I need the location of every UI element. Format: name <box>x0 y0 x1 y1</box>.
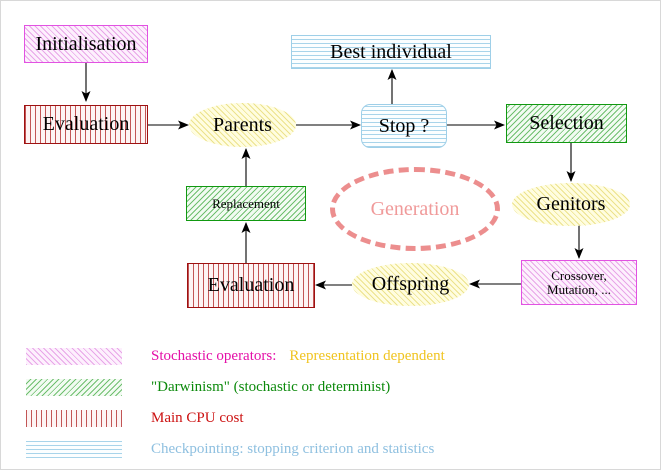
node-evaluation-bottom-label: Evaluation <box>207 274 295 296</box>
legend-label-cpu: Main CPU cost <box>151 409 244 426</box>
legend-swatch-diagonal-green <box>26 378 122 396</box>
node-selection[interactable]: Selection <box>506 104 627 143</box>
node-evaluation-top[interactable]: Evaluation <box>24 105 148 144</box>
node-stop-label: Stop ? <box>378 114 430 137</box>
legend-row-stochastic: Stochastic operators: Representation depe… <box>26 345 445 367</box>
node-evaluation-bottom[interactable]: Evaluation <box>187 263 315 308</box>
node-parents[interactable]: Parents <box>189 103 296 147</box>
node-initialisation-label: Initialisation <box>35 32 137 55</box>
legend-label-darwinism: "Darwinism" (stochastic or determinist) <box>151 378 391 395</box>
node-crossover-mutation-label-line1: Crossover, <box>551 267 607 283</box>
node-generation-annotation: Generation <box>330 167 500 251</box>
legend-label-stochastic: Stochastic operators: Representation depe… <box>151 348 445 365</box>
node-best-individual-label: Best individual <box>330 40 452 63</box>
legend-row-checkpointing: Checkpointing: stopping criterion and st… <box>26 438 434 460</box>
node-evaluation-top-label: Evaluation <box>42 113 130 135</box>
node-stop[interactable]: Stop ? <box>361 104 447 148</box>
legend-swatch-diagonal-magenta <box>26 347 122 365</box>
node-parents-label: Parents <box>213 113 272 136</box>
node-replacement-label: Replacement <box>212 195 280 211</box>
legend: Stochastic operators: Representation depe… <box>0 336 662 471</box>
node-crossover-mutation[interactable]: Crossover, Mutation, ... <box>521 260 637 305</box>
legend-label-stochastic-secondary: Representation dependent <box>289 347 445 364</box>
node-initialisation[interactable]: Initialisation <box>24 25 148 63</box>
legend-swatch-vertical-red <box>26 409 122 427</box>
node-selection-label: Selection <box>529 112 604 134</box>
legend-label-checkpointing: Checkpointing: stopping criterion and st… <box>151 440 435 457</box>
node-replacement[interactable]: Replacement <box>186 186 306 221</box>
node-offspring-label: Offspring <box>371 273 450 295</box>
legend-row-darwinism: "Darwinism" (stochastic or determinist) <box>26 376 390 398</box>
legend-row-cpu: Main CPU cost <box>26 407 244 429</box>
node-offspring[interactable]: Offspring <box>352 263 469 306</box>
node-crossover-mutation-label-line2: Mutation, ... <box>547 281 611 297</box>
node-genitors-label: Genitors <box>536 193 606 215</box>
legend-swatch-horizontal-blue <box>26 440 122 458</box>
legend-label-stochastic-main: Stochastic operators: <box>151 347 277 364</box>
node-genitors[interactable]: Genitors <box>512 183 630 226</box>
node-best-individual[interactable]: Best individual <box>291 35 491 69</box>
node-generation-label: Generation <box>370 197 460 220</box>
